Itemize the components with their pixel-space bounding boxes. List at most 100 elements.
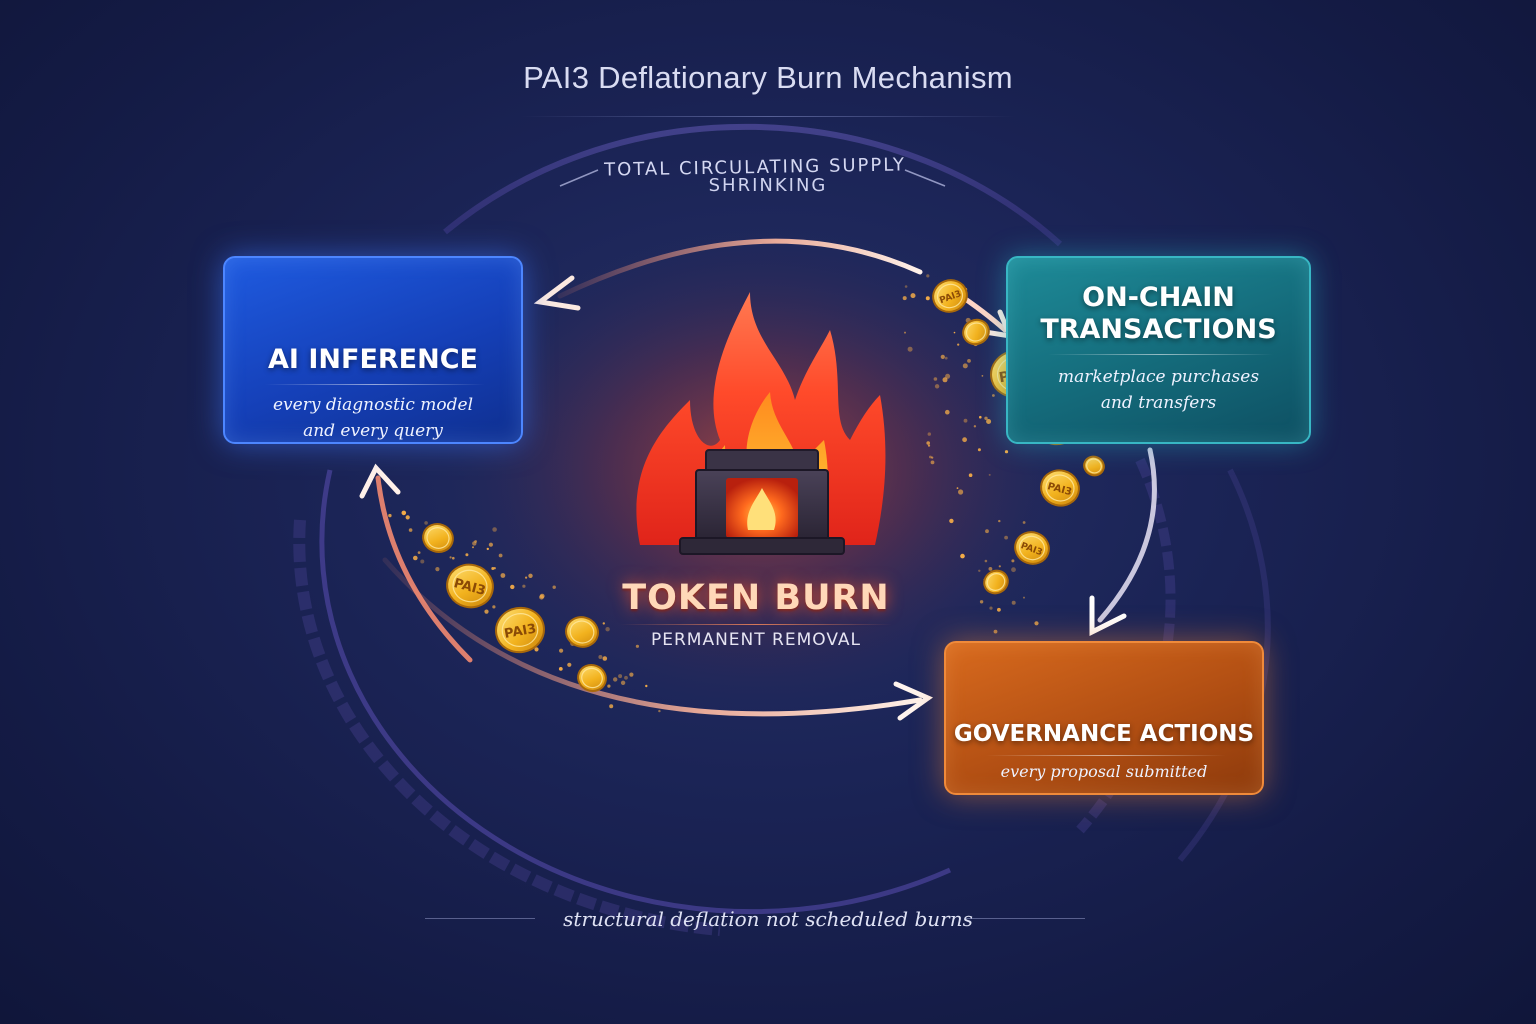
spark (498, 553, 503, 558)
title-divider (520, 116, 1016, 117)
spark (449, 556, 452, 559)
spark (989, 606, 993, 610)
spark (988, 567, 993, 571)
card-chain-divider (1048, 354, 1273, 355)
spark (635, 644, 640, 648)
coin (983, 569, 1009, 595)
burn-altar (679, 449, 845, 555)
spark (484, 609, 489, 614)
spark (539, 593, 545, 599)
spark (525, 576, 528, 579)
spark (973, 425, 977, 428)
spark (953, 331, 956, 334)
spark (474, 540, 477, 543)
spark (934, 384, 940, 389)
arrow-left-head (359, 463, 401, 499)
footer-line-left (425, 918, 535, 919)
footer-line-right (965, 918, 1085, 919)
token-burn-title: TOKEN BURN (622, 578, 890, 618)
spark (413, 555, 418, 561)
spark (420, 559, 425, 564)
spark (929, 455, 932, 459)
spark (963, 418, 968, 423)
spark (933, 377, 938, 381)
spark (486, 547, 489, 551)
spark (944, 356, 948, 360)
spark (472, 546, 474, 549)
coin (962, 318, 990, 346)
spark (962, 437, 967, 443)
arrow-top-head (533, 275, 581, 311)
spark (602, 622, 605, 625)
spark (605, 627, 610, 632)
spark (624, 675, 628, 680)
spark (940, 354, 945, 359)
card-on-chain-transactions: ON-CHAIN TRANSACTIONS marketplace purcha… (1006, 256, 1311, 444)
card-ai-desc-line1: every diagnostic model (272, 395, 474, 415)
spark (492, 605, 496, 609)
footer-caption: structural deflation not scheduled burns (563, 907, 973, 931)
spark (465, 553, 469, 557)
spark (927, 444, 931, 447)
spark (491, 567, 495, 570)
arrow-right (1097, 447, 1157, 623)
spark (620, 680, 626, 685)
spark (558, 667, 563, 671)
spark (1011, 567, 1016, 573)
spark (552, 585, 556, 589)
spark (609, 704, 614, 709)
card-ai-desc-line2: and every query (303, 421, 443, 441)
card-gov-description: every proposal submitted (1000, 762, 1208, 781)
card-gov-title: GOVERNANCE ACTIONS (953, 721, 1255, 747)
spark (907, 346, 913, 352)
arrow-right-head (1089, 595, 1127, 637)
spark (388, 513, 392, 518)
spark (408, 528, 413, 532)
spark (986, 419, 992, 424)
spark (559, 648, 564, 653)
coin: PAI3 (1014, 531, 1050, 565)
card-ai-title: AI INFERENCE (268, 344, 478, 375)
spark (658, 709, 661, 713)
card-ai-divider (265, 384, 485, 385)
spark (988, 473, 991, 476)
spark (985, 529, 989, 534)
spark (979, 415, 982, 419)
supply-label-line2: SHRINKING (708, 175, 828, 196)
coin (565, 616, 599, 648)
coin (577, 663, 607, 693)
spark (981, 375, 984, 377)
spark (1011, 559, 1015, 563)
spark (401, 510, 407, 516)
spark (942, 377, 948, 383)
spark (492, 527, 497, 532)
arrow-left (375, 475, 473, 663)
spark (960, 553, 965, 559)
spark (1004, 535, 1008, 540)
card-chain-title-line1: ON-CHAIN (1082, 282, 1235, 313)
spark (607, 684, 611, 688)
card-ai-description: every diagnostic model and every query (225, 392, 521, 444)
spark (984, 559, 988, 563)
spark (956, 487, 959, 489)
spark (927, 432, 931, 436)
arrow-top (557, 238, 923, 299)
spark (602, 656, 608, 661)
card-gov-divider (986, 755, 1226, 756)
coin: PAI3 (446, 563, 494, 609)
spark (945, 409, 950, 415)
supply-arc-lines (559, 169, 946, 187)
spark (417, 551, 421, 554)
spark (926, 441, 930, 445)
spark (435, 567, 440, 572)
spark (958, 489, 964, 495)
spark (598, 655, 603, 659)
spark (997, 607, 1001, 612)
spark (992, 394, 995, 397)
spark (931, 456, 934, 459)
coin (1083, 455, 1105, 477)
card-chain-title-line2: TRANSACTIONS (1040, 314, 1277, 345)
spark (984, 416, 988, 420)
spark (528, 573, 533, 578)
